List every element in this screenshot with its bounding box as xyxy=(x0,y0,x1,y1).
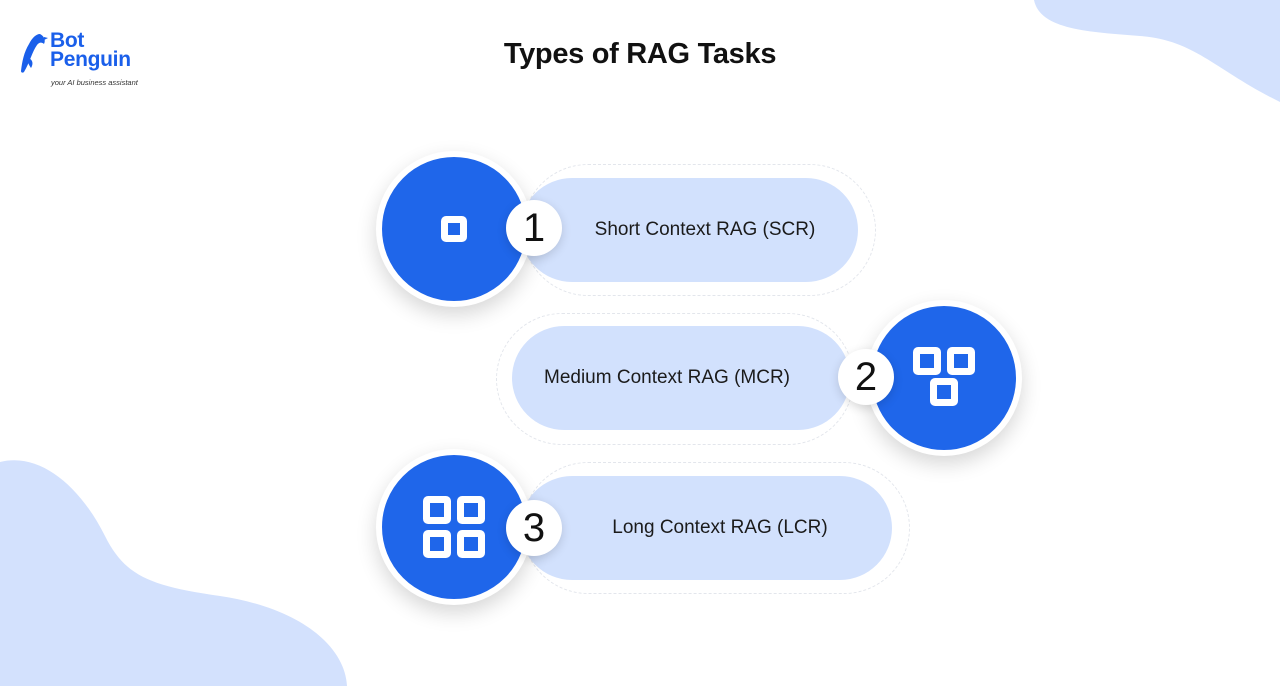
single-square-icon xyxy=(441,216,467,242)
logo-wordmark-bot: Bot xyxy=(50,29,85,52)
item-2-number-badge: 2 xyxy=(838,349,894,405)
item-1-label: Short Context RAG (SCR) xyxy=(594,219,816,240)
item-3-label: Long Context RAG (LCR) xyxy=(612,517,828,538)
item-2-label: Medium Context RAG (MCR) xyxy=(544,367,790,388)
item-3-number-badge: 3 xyxy=(506,500,562,556)
item-1-circle xyxy=(376,151,532,307)
penguin-icon xyxy=(21,34,48,73)
three-squares-icon xyxy=(913,347,975,406)
page-title: Types of RAG Tasks xyxy=(503,38,777,70)
decorative-blob-bottom-left xyxy=(0,460,347,686)
item-1-number-badge: 1 xyxy=(506,200,562,256)
logo-tagline: your AI business assistant xyxy=(51,78,138,87)
four-squares-icon xyxy=(423,496,485,558)
item-3-pill xyxy=(520,476,892,580)
decorative-blob-top-right xyxy=(1034,0,1280,102)
item-2-pill xyxy=(512,326,850,430)
item-1-pill xyxy=(520,178,858,282)
botpenguin-logo: Bot Penguin your AI business assistant xyxy=(18,30,158,90)
logo-wordmark-penguin: Penguin xyxy=(50,48,131,71)
